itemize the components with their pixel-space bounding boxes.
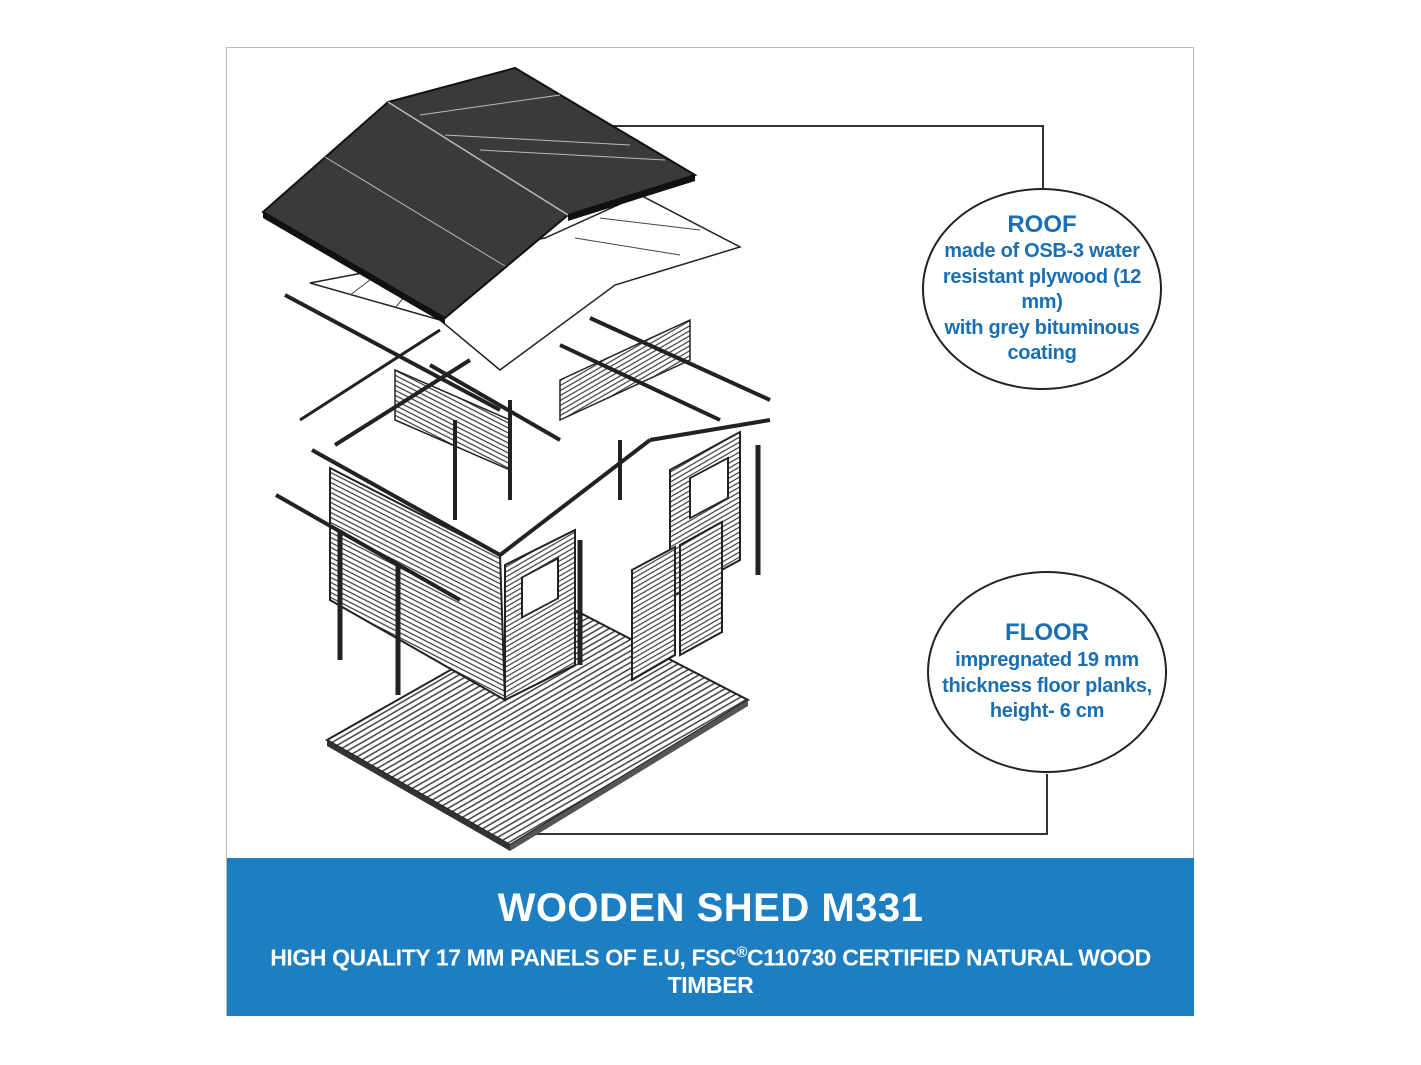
door-right <box>679 520 723 657</box>
subtitle-part-2: C110730 CERTIFIED NATURAL WOOD TIMBER <box>667 944 1152 998</box>
floor-leader-line <box>510 774 1048 835</box>
roof-panels <box>261 66 698 324</box>
shed-walls <box>275 318 761 702</box>
door-left <box>631 545 676 682</box>
roof-framing <box>284 293 771 557</box>
roof-leader-line <box>612 125 1044 188</box>
product-banner: WOODEN SHED M331 HIGH QUALITY 17 MM PANE… <box>227 858 1194 1016</box>
product-title: WOODEN SHED M331 <box>497 886 924 930</box>
roof-osb-underlayer <box>299 194 742 422</box>
subtitle-part-1: HIGH QUALITY 17 MM PANELS OF E.U, FSC <box>270 944 737 971</box>
floor-callout: FLOOR impregnated 19 mm thickness floor … <box>927 571 1167 773</box>
product-subtitle: HIGH QUALITY 17 MM PANELS OF E.U, FSC®C1… <box>227 944 1194 999</box>
roof-callout-description: made of OSB-3 water resistant plywood (1… <box>942 240 1142 365</box>
roof-callout: ROOF made of OSB-3 water resistant plywo… <box>922 188 1162 390</box>
roof-callout-title: ROOF <box>1007 211 1077 239</box>
floor-callout-description: impregnated 19 mm thickness floor planks… <box>942 649 1152 723</box>
floor-callout-title: FLOOR <box>1005 619 1089 647</box>
registered-mark: ® <box>736 944 747 961</box>
